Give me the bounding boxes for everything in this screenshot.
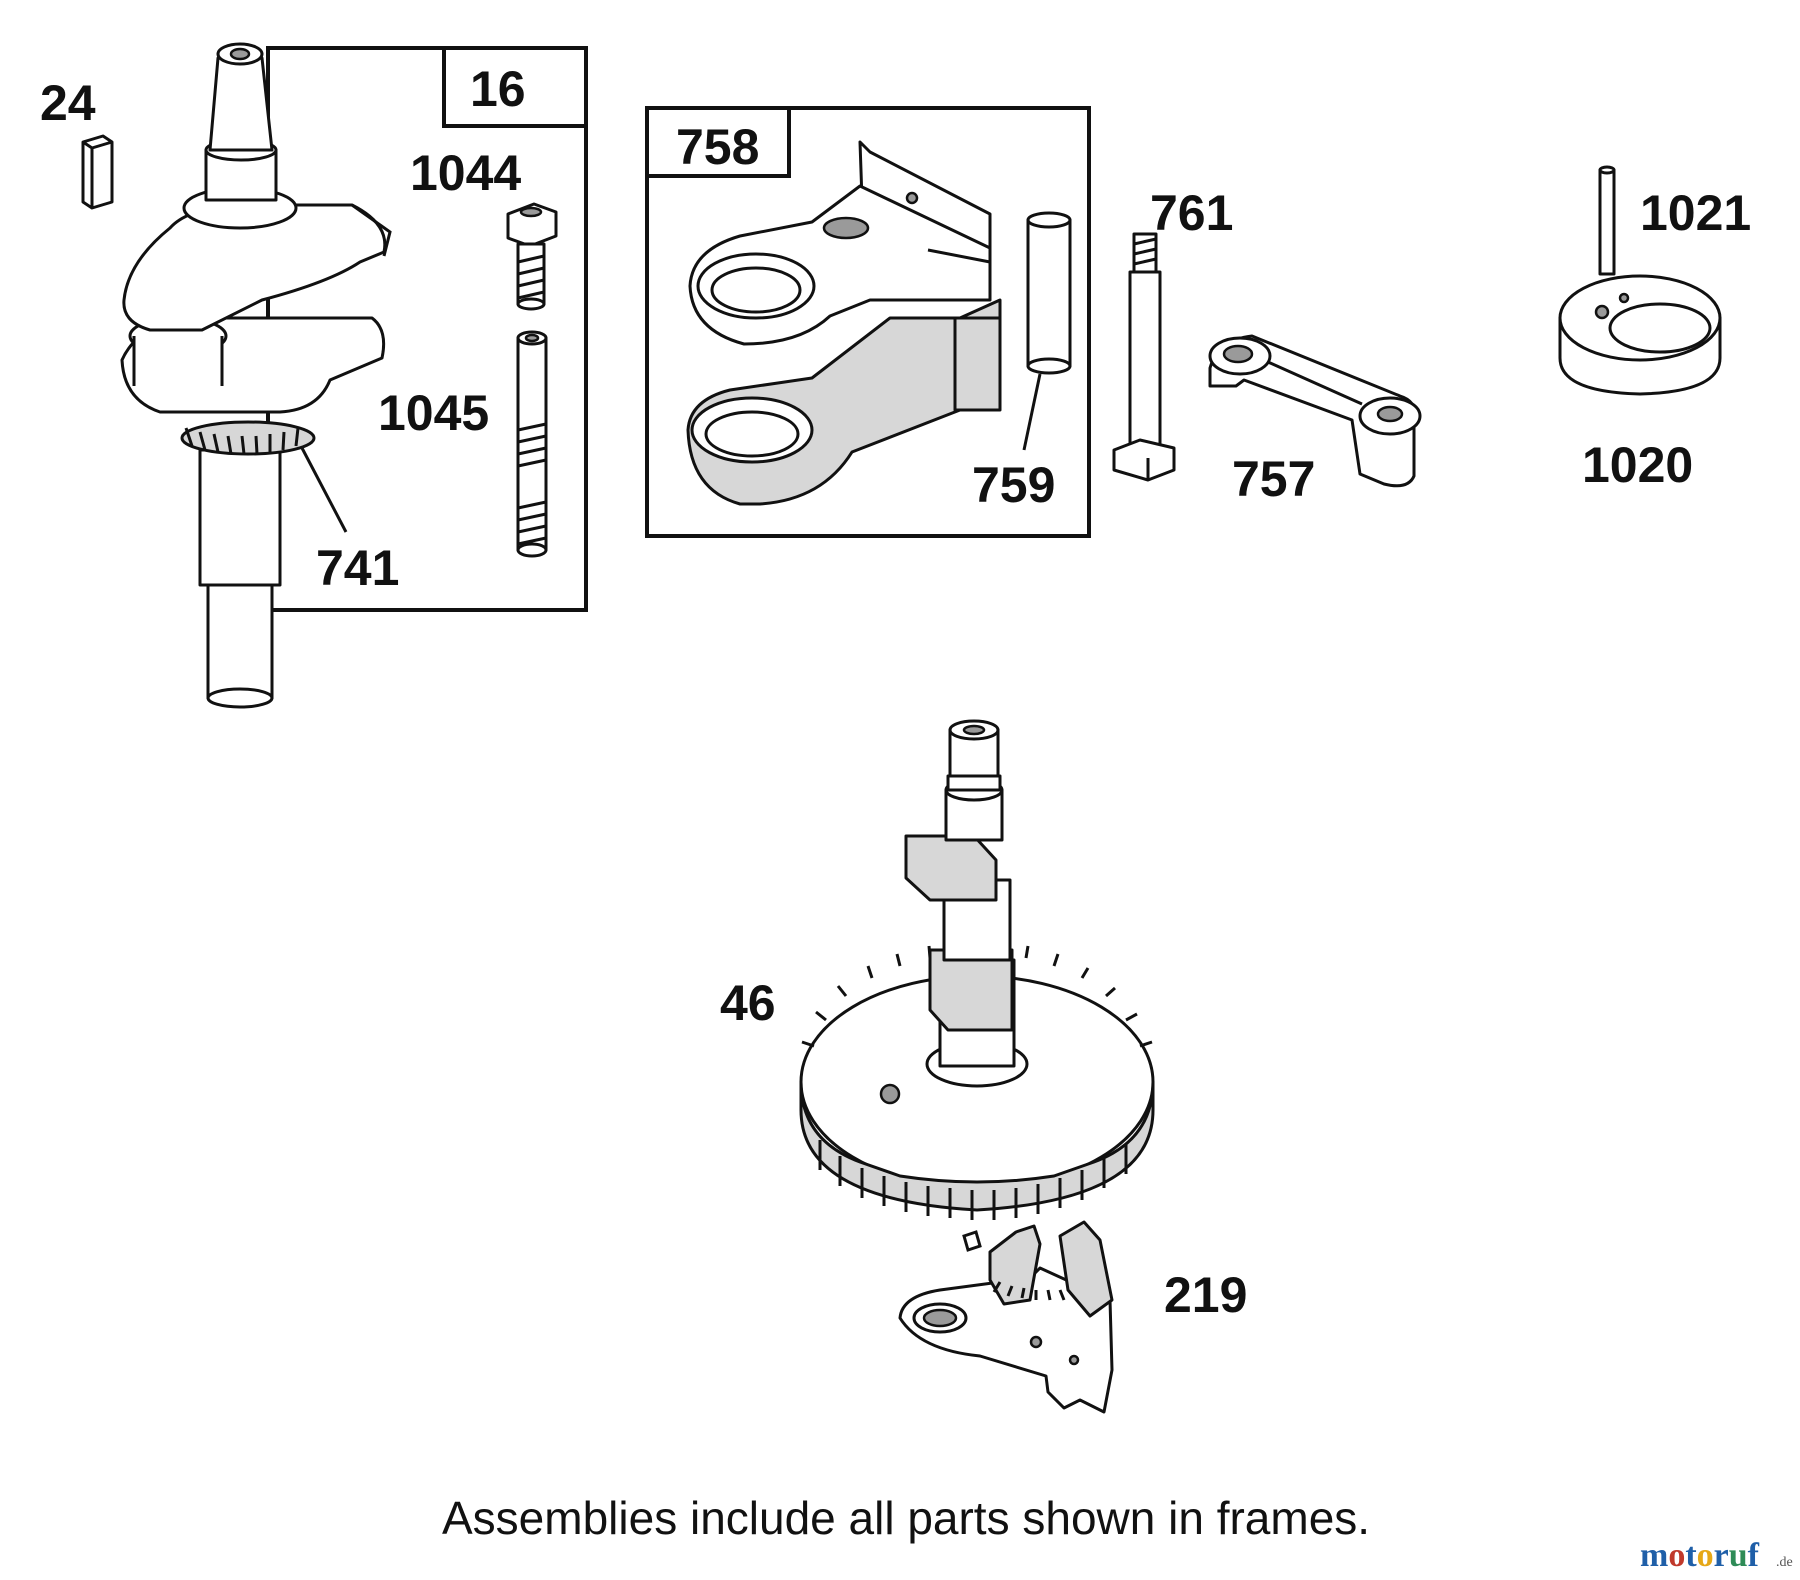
- callout-1021: 1021: [1640, 185, 1751, 241]
- svg-text:.de: .de: [1776, 1555, 1793, 1570]
- callout-46: 46: [720, 975, 776, 1031]
- callout-16: 16: [470, 61, 526, 117]
- callout-741: 741: [316, 540, 399, 596]
- watermark-logo: motoruf .de: [1640, 1537, 1793, 1574]
- governor-icon: [898, 1220, 1114, 1414]
- svg-text:motoruf: motoruf: [1640, 1537, 1760, 1574]
- stud-icon: [516, 330, 548, 558]
- link-icon: [1208, 334, 1422, 488]
- callout-761: 761: [1150, 185, 1233, 241]
- screw-icon: [1112, 232, 1176, 482]
- callout-219: 219: [1164, 1267, 1247, 1323]
- callout-1044: 1044: [410, 145, 521, 201]
- pin-icon: [1598, 165, 1616, 276]
- callout-758: 758: [676, 119, 759, 175]
- callout-24: 24: [40, 75, 96, 131]
- camshaft-gear-icon: [799, 719, 1155, 1220]
- key-icon: [81, 134, 114, 210]
- callout-1045: 1045: [378, 385, 489, 441]
- assembly-frame-16: [266, 46, 588, 612]
- crankshaft-icon: [120, 42, 392, 709]
- washer-icon: [1558, 274, 1722, 396]
- footnote: Assemblies include all parts shown in fr…: [442, 1492, 1370, 1544]
- bolt-icon: [506, 202, 558, 311]
- callout-1020: 1020: [1582, 437, 1693, 493]
- callout-757: 757: [1232, 451, 1315, 507]
- callout-759: 759: [972, 457, 1055, 513]
- assembly-frame-758: [645, 106, 1091, 538]
- pin-icon: [1022, 211, 1072, 451]
- bracket-icon: [686, 140, 1002, 506]
